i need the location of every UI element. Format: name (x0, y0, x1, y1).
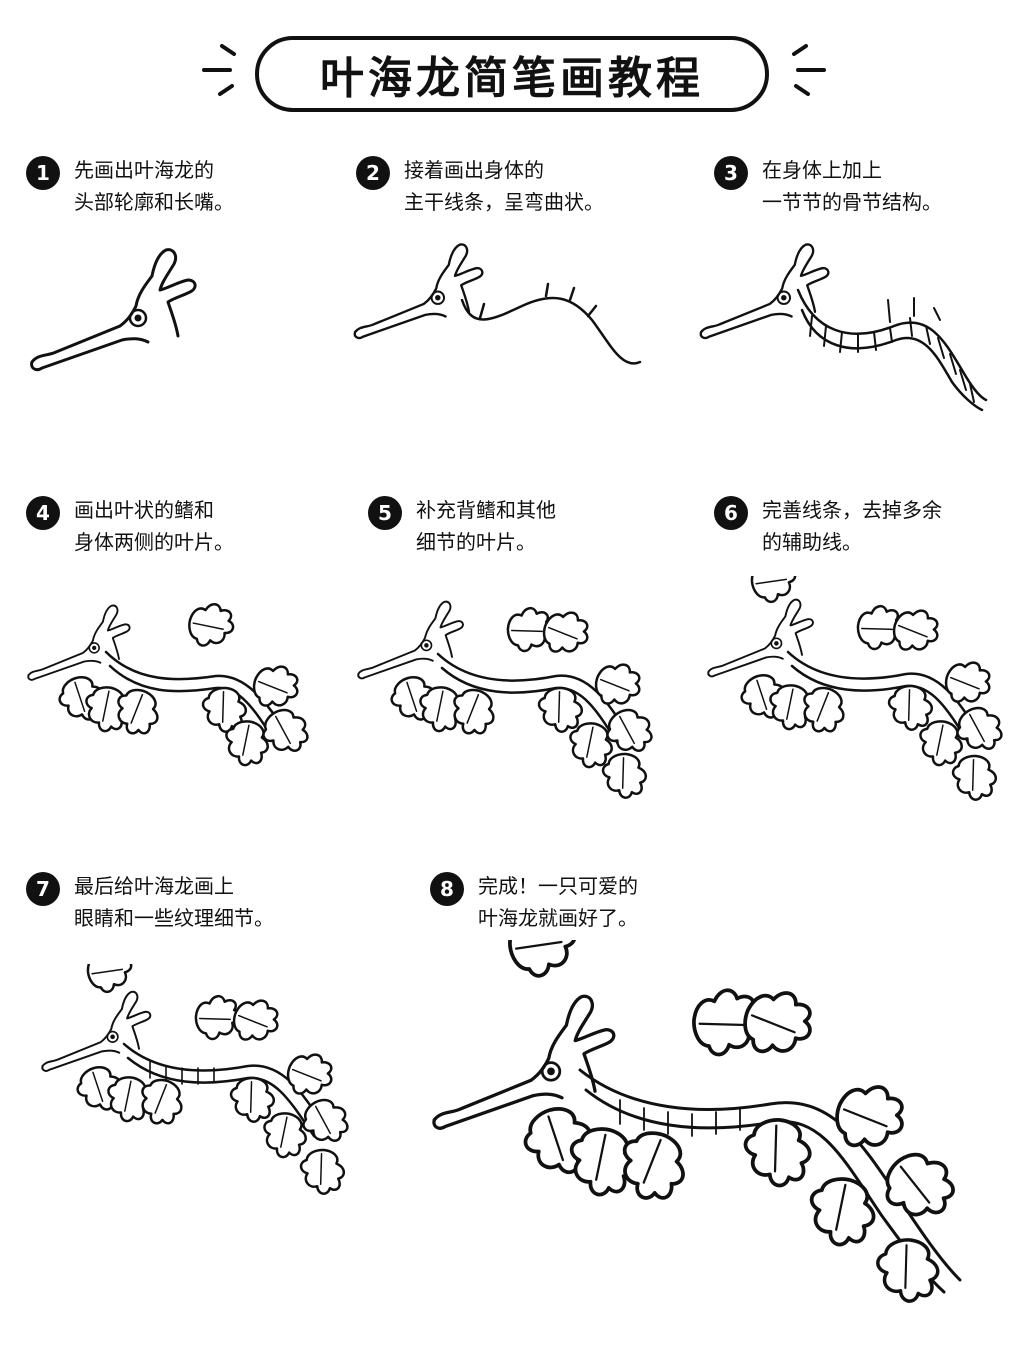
step-6-badge: 6 (714, 496, 748, 530)
step-5-badge: 5 (368, 496, 402, 530)
step-1-caption: 1 先画出叶海龙的头部轮廓和长嘴。 (26, 154, 234, 218)
step-8-caption: 8 完成！一只可爱的叶海龙就画好了。 (430, 870, 638, 934)
step-7-line-1: 最后给叶海龙画上 (74, 874, 234, 898)
step-3-drawing (698, 240, 998, 415)
title-spark-right-icon (786, 40, 830, 104)
step-6-line-1: 完善线条，去掉多余 (762, 498, 942, 522)
step-7-drawing (40, 964, 370, 1214)
step-1-line-2: 头部轮廓和长嘴。 (74, 190, 234, 214)
step-8-line-2: 叶海龙就画好了。 (478, 906, 638, 930)
step-3-line-2: 一节节的骨节结构。 (762, 190, 942, 214)
step-7-badge: 7 (26, 872, 60, 906)
step-3-line-1: 在身体上加上 (762, 158, 882, 182)
step-7-caption: 7 最后给叶海龙画上眼睛和一些纹理细节。 (26, 870, 274, 934)
step-2-line-1: 接着画出身体的 (404, 158, 544, 182)
step-6-caption: 6 完善线条，去掉多余的辅助线。 (714, 494, 942, 558)
page-title: 叶海龙简笔画教程 (320, 53, 704, 104)
step-8-line-1: 完成！一只可爱的 (478, 874, 638, 898)
step-5-line-2: 细节的叶片。 (416, 530, 536, 554)
step-2-drawing (352, 240, 652, 380)
step-1-badge: 1 (26, 156, 60, 190)
step-3-caption: 3 在身体上加上一节节的骨节结构。 (714, 154, 942, 218)
step-5-drawing (356, 584, 666, 814)
step-2-caption: 2 接着画出身体的主干线条，呈弯曲状。 (356, 154, 604, 218)
step-6-drawing (706, 576, 1016, 826)
step-4-line-1: 画出叶状的鳍和 (74, 498, 214, 522)
step-4-caption: 4 画出叶状的鳍和身体两侧的叶片。 (26, 494, 234, 558)
title-banner: 叶海龙简笔画教程 (255, 36, 769, 112)
step-5-line-1: 补充背鳍和其他 (416, 498, 556, 522)
step-8-badge: 8 (430, 872, 464, 906)
step-4-drawing (26, 592, 316, 792)
step-1-line-1: 先画出叶海龙的 (74, 158, 214, 182)
step-6-line-2: 的辅助线。 (762, 530, 862, 554)
step-8-drawing (430, 940, 1000, 1340)
title-spark-left-icon (198, 40, 242, 104)
step-2-badge: 2 (356, 156, 390, 190)
step-1-drawing (28, 244, 208, 374)
step-4-badge: 4 (26, 496, 60, 530)
step-4-line-2: 身体两侧的叶片。 (74, 530, 234, 554)
step-5-caption: 5 补充背鳍和其他细节的叶片。 (368, 494, 556, 558)
step-2-line-2: 主干线条，呈弯曲状。 (404, 190, 604, 214)
step-7-line-2: 眼睛和一些纹理细节。 (74, 906, 274, 930)
step-3-badge: 3 (714, 156, 748, 190)
